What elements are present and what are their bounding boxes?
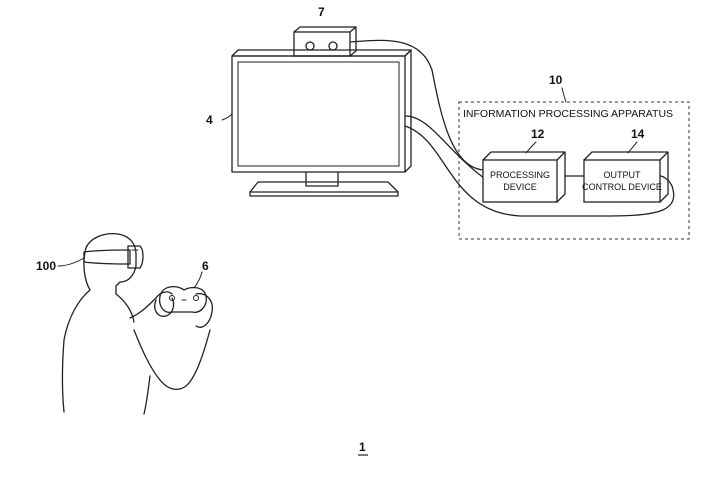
controller [160,287,207,313]
user-ref-label: 100 [36,259,56,273]
apparatus-ref-label: 10 [549,73,563,87]
output-control-device-ref-label: 14 [631,127,645,141]
controller-ref-label: 6 [202,259,209,273]
processing-device-label-line2: DEVICE [503,182,537,192]
camera [294,27,356,56]
output-control-device-label-line2: CONTROL DEVICE [582,182,662,192]
apparatus-title: INFORMATION PROCESSING APPARATUS [463,108,673,120]
user-figure [63,234,213,414]
apparatus-leader-line [562,88,566,102]
monitor [232,50,411,196]
camera-ref-label: 7 [318,5,325,19]
processing-device-label-line1: PROCESSING [490,170,550,180]
controller-leader-line [194,272,202,288]
monitor-ref-label: 4 [206,113,213,127]
system-ref-label: 1 [359,440,366,454]
user-leader-line [58,258,84,266]
output-control-device-label-line1: OUTPUT [604,170,642,180]
monitor-leader-line [222,114,232,120]
processing-device-ref-label: 12 [531,127,545,141]
